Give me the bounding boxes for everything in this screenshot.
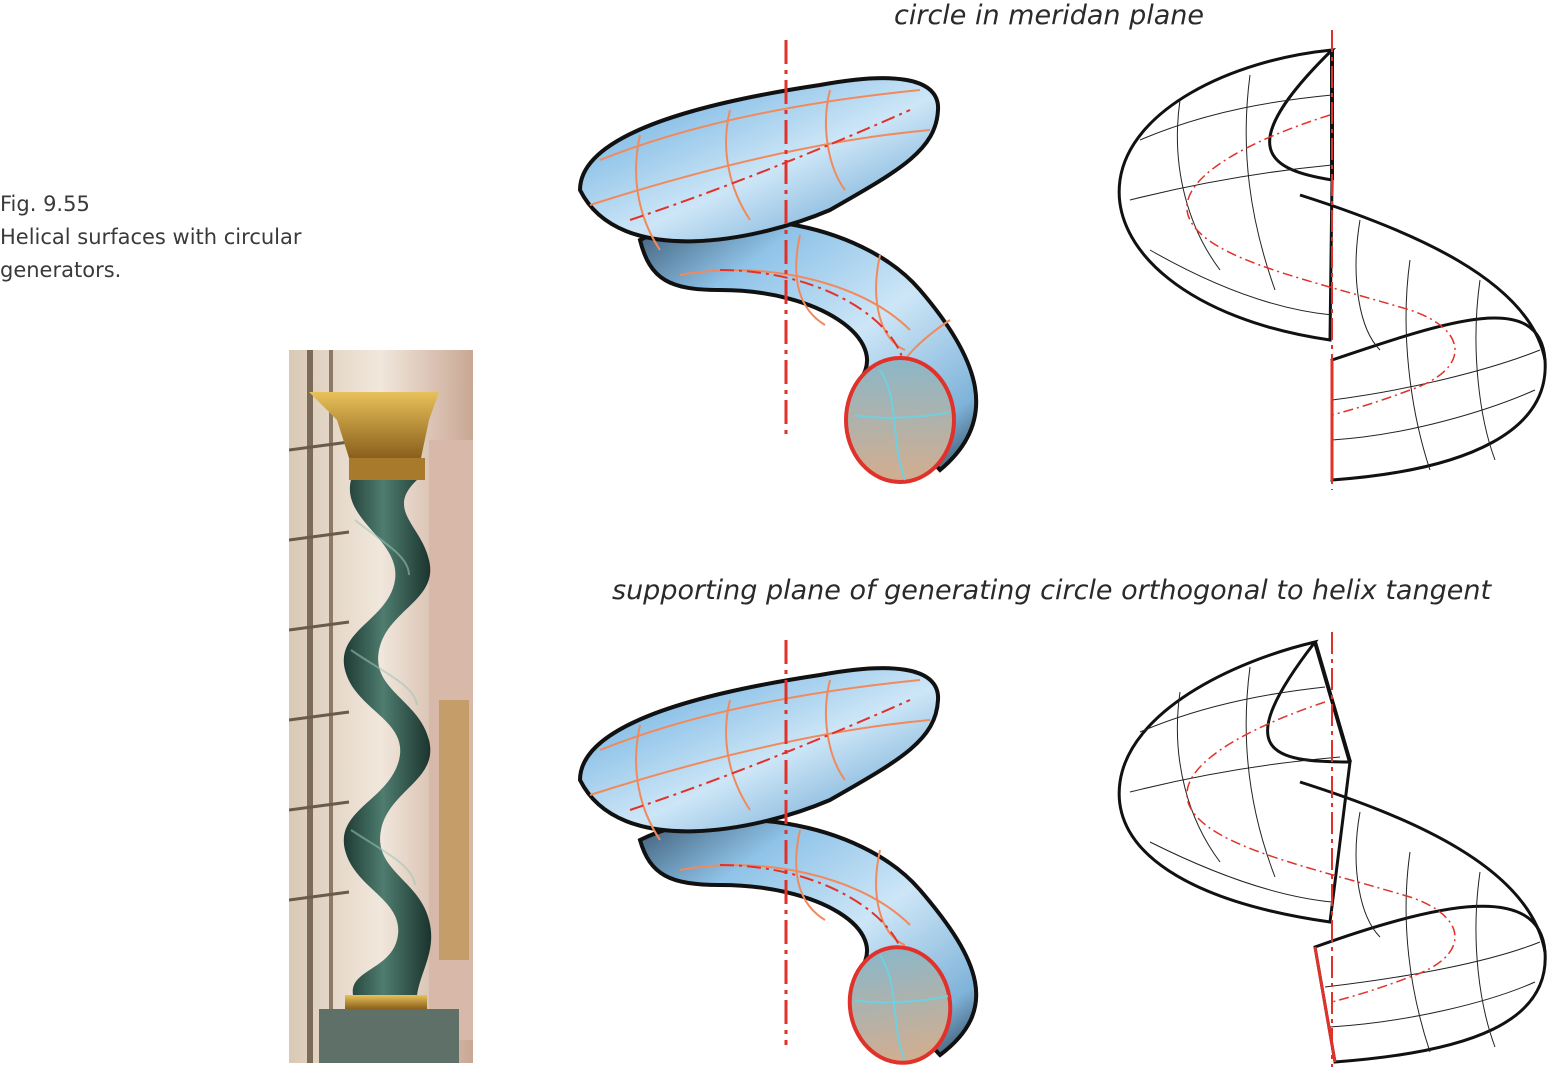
- figure-number: Fig. 9.55: [0, 192, 90, 216]
- helical-tube-shaded-top: [560, 40, 1020, 490]
- helical-tube-wireframe-top: [1110, 30, 1555, 495]
- heading-meridian-plane: circle in meridan plane: [894, 0, 1204, 31]
- caption-line-2: generators.: [0, 258, 122, 282]
- figure-caption: Fig. 9.55 Helical surfaces with circular…: [0, 188, 360, 287]
- salomonic-column-photo: [289, 350, 473, 1063]
- caption-line-1: Helical surfaces with circular: [0, 225, 302, 249]
- helical-tube-shaded-bottom: [560, 640, 1020, 1070]
- heading-orthogonal-plane: supporting plane of generating circle or…: [612, 575, 1492, 606]
- helical-tube-wireframe-bottom: [1110, 632, 1555, 1072]
